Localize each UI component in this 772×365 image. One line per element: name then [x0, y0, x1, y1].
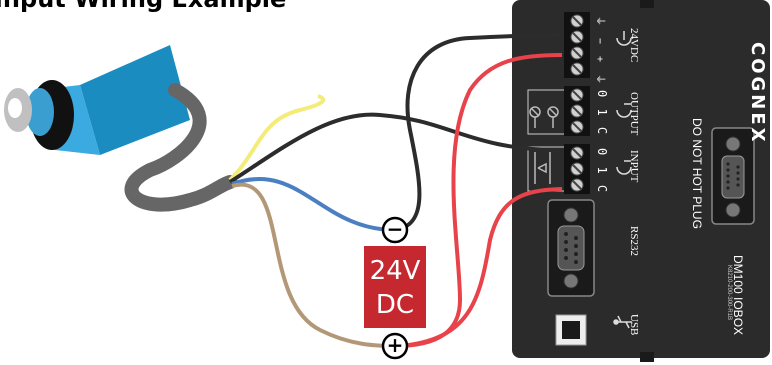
input-pin-labels: 0 1 C [595, 148, 609, 195]
usb-icon [613, 315, 632, 329]
input-port-label: INPUT [628, 150, 640, 183]
part-number-label: K8210-200-300-R1B [726, 265, 732, 321]
hot-plug-warning: DO NOT HOT PLUG [690, 118, 704, 229]
led-icon [529, 106, 559, 128]
input-port-icon [616, 160, 632, 175]
brand-logo: COGNEX [747, 42, 768, 145]
output-port-label: OUTPUT [628, 92, 640, 136]
rs232-connector [547, 199, 595, 297]
black-wire-psu [394, 33, 563, 232]
diagram-title: Input Wiring Example [0, 0, 286, 13]
output-pin-labels: 0 1 C [595, 90, 609, 137]
psu-positive-terminal: + [386, 333, 404, 357]
black-wire-sensor [228, 112, 561, 184]
output-terminal-block [564, 86, 590, 136]
power-supply [364, 216, 426, 360]
output-port-icon [616, 103, 632, 118]
psu-voltage-label: 24V [369, 256, 421, 286]
power-terminal-symbols: ⏚ − + ⏚ [594, 16, 605, 88]
usb-port [555, 314, 587, 346]
blue-wire [231, 177, 396, 232]
power-terminal-block [564, 12, 590, 78]
optocoupler-icon [534, 152, 551, 184]
model-label: DM100 IOBOX [731, 255, 745, 336]
camera-port-connector [711, 127, 755, 225]
red-wire-input [399, 187, 563, 348]
sensor-cable [124, 83, 237, 212]
brown-wire [231, 182, 396, 348]
power-port-label: 24VDC [628, 28, 640, 63]
sensor [4, 45, 190, 155]
input-terminal-block [564, 144, 590, 194]
usb-port-label: USB [628, 314, 640, 336]
yellow-wire [228, 94, 326, 182]
serial-port-label: RS232 [628, 226, 640, 256]
psu-type-label: DC [375, 290, 415, 320]
psu-negative-terminal: − [386, 217, 404, 241]
power-port-icon [616, 31, 632, 46]
